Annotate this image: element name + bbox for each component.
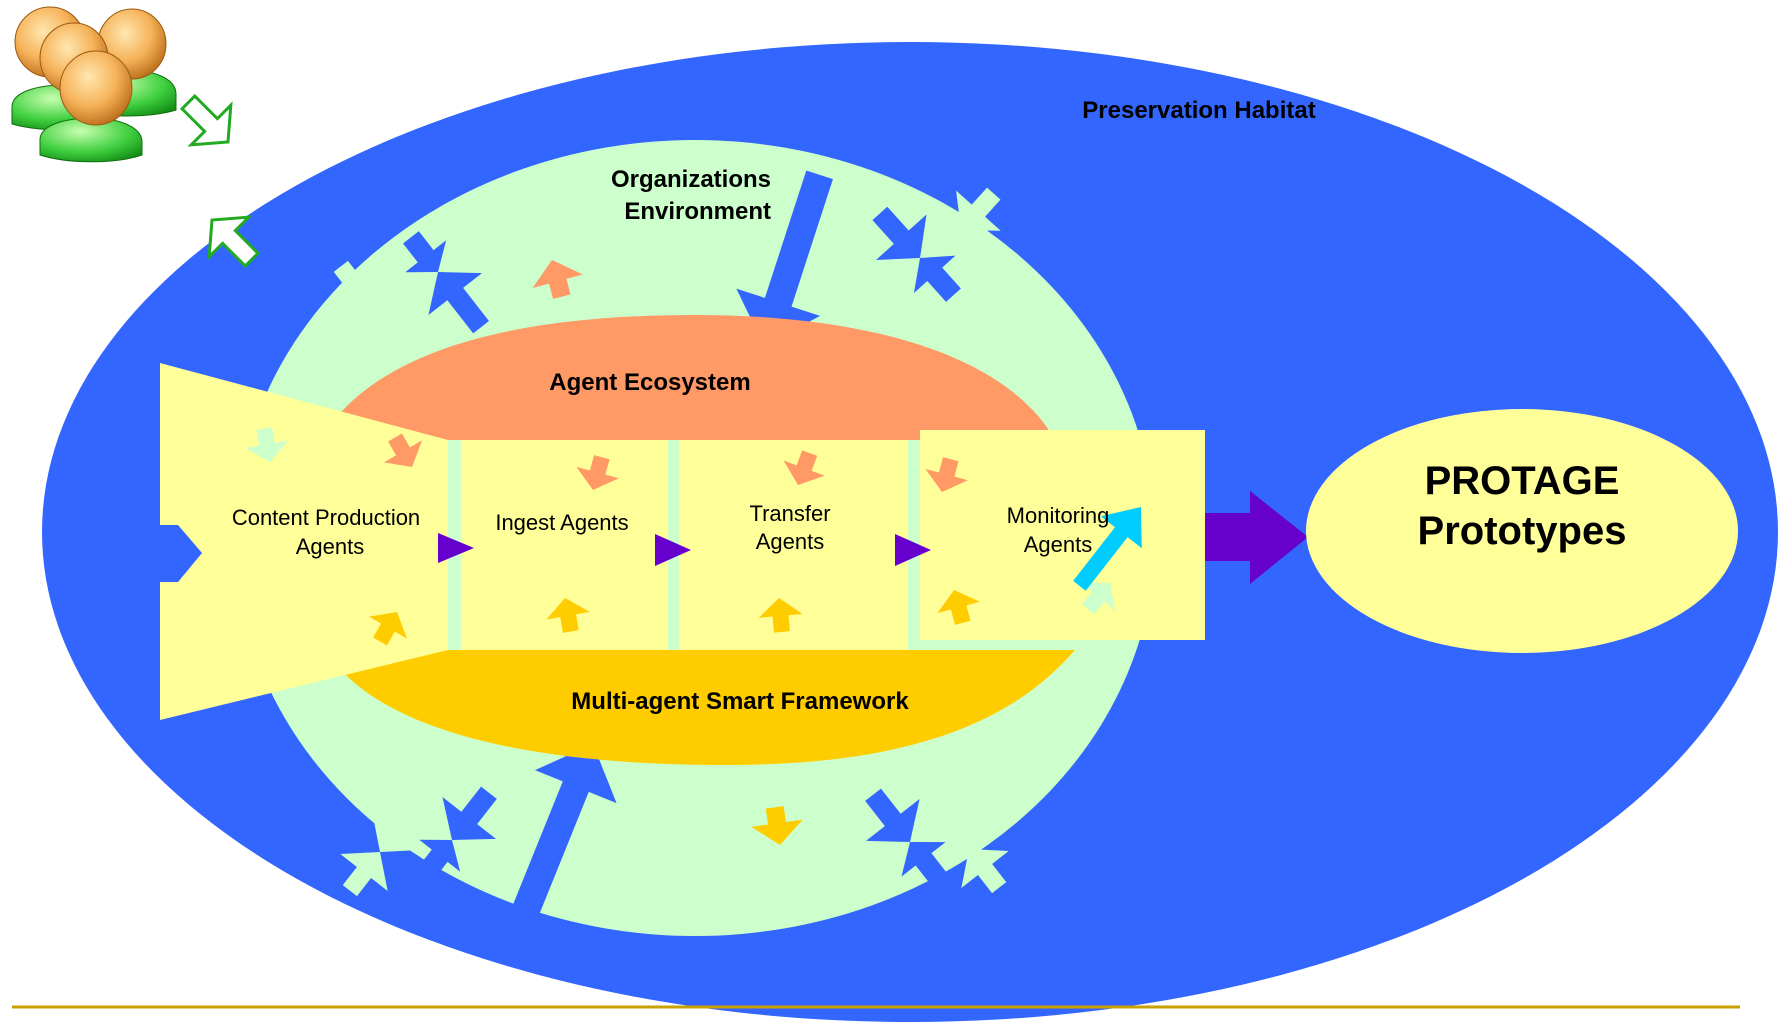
ecosystem-arrow-to-ingest (576, 455, 619, 490)
framework-arrow-to-ingest (546, 598, 590, 633)
stage-label-transfer-line1: Transfer (749, 501, 830, 526)
flow-arrow-transfer-to-monitoring (895, 534, 931, 566)
habitat-arrow-lower-right-tail (901, 842, 949, 888)
stage-label-content-line2: Agents (296, 534, 365, 559)
organizations-label-line2: Environment (624, 198, 771, 225)
habitat-arrow-top (736, 170, 833, 346)
monitoring-input-arrow (1073, 507, 1142, 591)
stage-label-monitoring-line2: Agents (1024, 532, 1093, 557)
habitat-arrow-upper-left-tail (403, 231, 447, 273)
users-icon (11, 6, 177, 163)
ecosystem-arrow-to-content (383, 433, 423, 467)
habitat-arrow-lower-left (442, 786, 497, 840)
agent-ecosystem-ellipse (320, 315, 1055, 440)
multi-agent-framework-ellipse (325, 650, 1075, 765)
habitat-arrow-lower-right (865, 788, 920, 842)
env-double-arrow-lower-left (340, 852, 388, 897)
users-arrow-out (179, 93, 233, 147)
habitat-arrow-bottom (508, 744, 617, 926)
agent-ecosystem-label: Agent Ecosystem (549, 369, 750, 396)
preservation-habitat-label: Preservation Habitat (1082, 97, 1315, 124)
organizations-label-line1: Organizations (611, 166, 771, 193)
env-double-arrow-upper-left-tail (363, 305, 411, 350)
protage-label-line2: Prototypes (1418, 509, 1627, 553)
output-arrow-to-protage (1205, 491, 1308, 584)
stage-label-ingest-line1: Ingest Agents (495, 510, 628, 535)
framework-arrow-down (751, 806, 803, 845)
multi-agent-framework-label: Multi-agent Smart Framework (571, 688, 909, 715)
habitat-arrow-upper-left (428, 272, 489, 334)
framework-arrow-to-monitoring (937, 590, 980, 625)
env-arrow-to-monitoring (1081, 582, 1116, 615)
env-double-arrow-upper-right-tail (956, 187, 1001, 231)
stage-label-monitoring-line1: Monitoring (1007, 503, 1110, 528)
content-production-box (160, 363, 448, 720)
protage-label-line1: PROTAGE (1425, 459, 1620, 503)
flow-arrow-ingest-to-transfer (655, 534, 691, 566)
env-double-arrow-lower-left-tail (372, 807, 420, 852)
framework-arrow-to-transfer (758, 598, 803, 633)
flow-arrow-content-to-ingest (438, 533, 474, 563)
env-double-arrow-lower-right (929, 804, 977, 849)
protage-prototypes-ellipse (1306, 409, 1738, 653)
ecosystem-arrow-to-transfer (783, 450, 825, 485)
env-double-arrow-lower-right-tail (961, 849, 1009, 894)
stage-label-transfer-line2: Agents (756, 529, 825, 554)
env-arrow-to-content (245, 427, 289, 462)
framework-arrow-to-content (368, 612, 408, 646)
habitat-arrow-lower-left-tail (417, 839, 461, 881)
stage-label-content-line1: Content Production (232, 505, 420, 530)
habitat-arrow-upper-right-tail (913, 255, 961, 302)
ecosystem-arrow-to-monitoring (925, 457, 968, 492)
env-double-arrow-upper-left (331, 260, 379, 305)
users-arrow-in (207, 215, 261, 269)
ecosystem-arrow-up (532, 260, 583, 300)
habitat-arrow-upper-right (872, 206, 927, 260)
